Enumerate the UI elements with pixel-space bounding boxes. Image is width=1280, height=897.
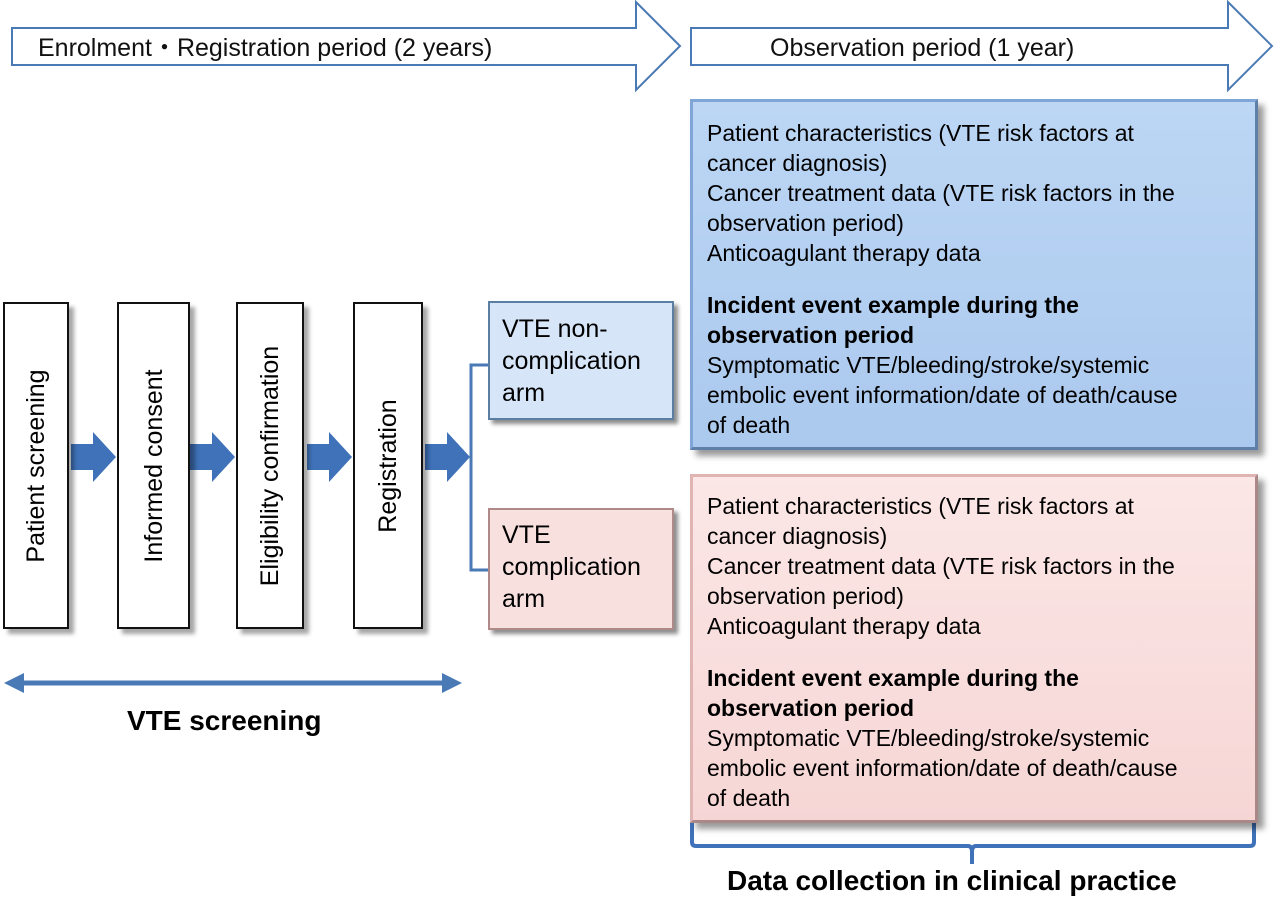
- data-item: observation period): [707, 583, 904, 609]
- data-item: Cancer treatment data (VTE risk factors …: [707, 553, 1175, 579]
- step-patient-screening: Patient screening: [3, 302, 69, 629]
- arm-label-line: arm: [502, 379, 546, 407]
- flow-arrow-1: [71, 432, 116, 482]
- data-item: Anticoagulant therapy data: [707, 240, 981, 266]
- data-item: of death: [707, 412, 791, 438]
- flow-arrow-3: [307, 432, 352, 482]
- step-eligibility-confirmation: Eligibility confirmation: [236, 302, 304, 629]
- data-item: cancer diagnosis): [707, 150, 888, 176]
- data-item: cancer diagnosis): [707, 523, 888, 549]
- data-item: Patient characteristics (VTE risk factor…: [707, 493, 1134, 519]
- arm-label-line: complication: [502, 553, 641, 581]
- arm-label-line: arm: [502, 585, 546, 613]
- incident-heading: observation period: [707, 322, 915, 348]
- arm-label-line: VTE: [502, 521, 551, 549]
- step-registration: Registration: [353, 302, 423, 629]
- observation-period-arrow: [690, 0, 1274, 93]
- enrolment-period-label: Enrolment・Registration period (2 years): [38, 34, 493, 62]
- step-label: Informed consent: [139, 368, 168, 563]
- data-item: Cancer treatment data (VTE risk factors …: [707, 180, 1175, 206]
- vte-screening-label: VTE screening: [127, 705, 322, 736]
- data-collection-label: Data collection in clinical practice: [727, 865, 1177, 896]
- vte-non-complication-arm: VTE non- complication arm: [488, 301, 674, 420]
- arm-connector: [469, 363, 488, 572]
- observation-period-label: Observation period (1 year): [770, 34, 1075, 62]
- incident-heading: observation period: [707, 695, 915, 721]
- arm-label-line: VTE non-: [502, 315, 608, 343]
- data-item: Symptomatic VTE/bleeding/stroke/systemic: [707, 352, 1150, 378]
- enrolment-period-arrow: [11, 0, 682, 93]
- step-label: Patient screening: [22, 368, 50, 563]
- flow-arrow-4: [425, 432, 470, 482]
- step-label: Eligibility confirmation: [256, 345, 284, 586]
- data-box-non-complication: Patient characteristics (VTE risk factor…: [690, 99, 1258, 450]
- data-item: Anticoagulant therapy data: [707, 613, 981, 639]
- incident-heading: Incident event example during the: [707, 665, 1079, 691]
- data-item: embolic event information/date of death/…: [707, 382, 1178, 408]
- flow-arrow-2: [190, 432, 235, 482]
- step-label: Registration: [374, 398, 402, 533]
- vte-complication-arm: VTE complication arm: [488, 508, 674, 630]
- data-box-complication: Patient characteristics (VTE risk factor…: [690, 474, 1258, 823]
- data-item: embolic event information/date of death/…: [707, 755, 1178, 781]
- data-item: Symptomatic VTE/bleeding/stroke/systemic: [707, 725, 1150, 751]
- data-item: of death: [707, 785, 791, 811]
- step-informed-consent: Informed consent: [117, 302, 190, 629]
- arm-label-line: complication: [502, 347, 641, 375]
- data-collection-brace: [690, 822, 1256, 864]
- data-item: Patient characteristics (VTE risk factor…: [707, 120, 1134, 146]
- incident-heading: Incident event example during the: [707, 292, 1079, 318]
- data-item: observation period): [707, 210, 904, 236]
